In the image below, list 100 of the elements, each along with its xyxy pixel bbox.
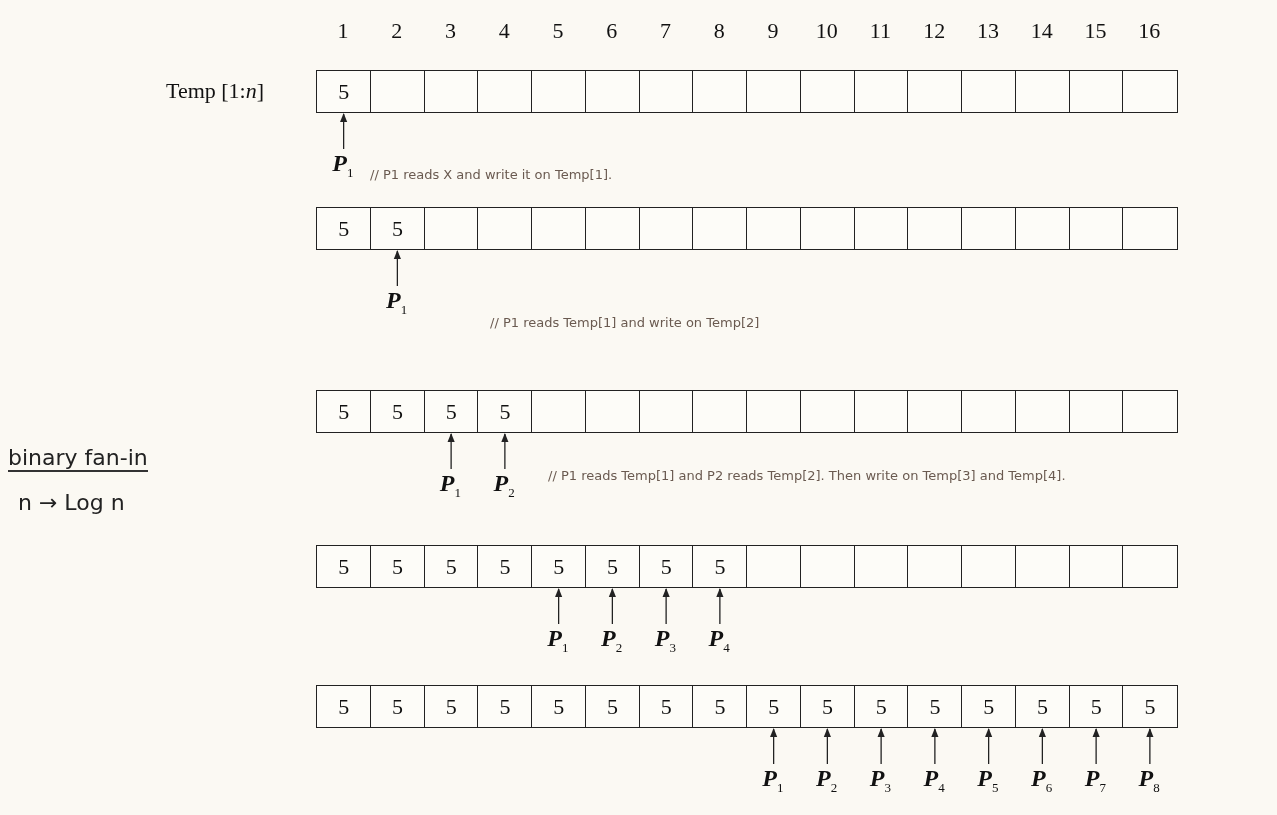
array-cell: [961, 70, 1017, 113]
column-number: 10: [815, 18, 838, 44]
array-cell: [1014, 70, 1070, 113]
array-cell: [961, 390, 1017, 433]
arrow: [447, 433, 455, 470]
processor-label: P$_{3}$: [869, 766, 891, 794]
column-number: 13: [976, 18, 999, 44]
array-cell: [799, 70, 855, 113]
array-cell: 5: [369, 685, 425, 728]
array-cell: [1122, 390, 1178, 433]
processor-label: P$_{4}$: [708, 626, 730, 654]
array-cell: 5: [692, 685, 748, 728]
arrow: [1038, 728, 1046, 765]
array-cell: 5: [477, 685, 533, 728]
array-cell: 5: [638, 685, 694, 728]
array-cell: 5: [584, 685, 640, 728]
processor-label: P$_{6}$: [1031, 766, 1053, 794]
processor-label: P$_{1}$: [332, 151, 354, 179]
array-cell: [746, 207, 802, 250]
arrow: [931, 728, 939, 765]
array-cell: [1014, 545, 1070, 588]
column-number: 11: [869, 18, 891, 44]
array-cell: [477, 70, 533, 113]
array-cell: [746, 390, 802, 433]
array-cell: [1068, 545, 1124, 588]
arrow: [1092, 728, 1100, 765]
array-cell: [746, 70, 802, 113]
array-cell: 5: [531, 685, 587, 728]
handwritten-note: // P1 reads Temp[1] and P2 reads Temp[2]. Then write on Temp[3] and Temp[4].: [548, 468, 1066, 483]
array-cell: [1068, 70, 1124, 113]
column-number: 5: [552, 18, 564, 44]
array-cell: [584, 207, 640, 250]
array-cell: [584, 70, 640, 113]
array-cell: 5: [961, 685, 1017, 728]
array-cell: 5: [316, 390, 372, 433]
array-cell: [692, 70, 748, 113]
array-cell: [853, 70, 909, 113]
processor-label: P$_{1}$: [386, 288, 408, 316]
handwritten-heading: binary fan-in: [8, 445, 148, 472]
column-number: 2: [391, 18, 403, 44]
processor-label: P$_{7}$: [1084, 766, 1106, 794]
arrow: [501, 433, 509, 470]
array-cell: [799, 545, 855, 588]
array-cell: [1014, 207, 1070, 250]
array-cell: 5: [423, 685, 479, 728]
array-cell: 5: [692, 545, 748, 588]
arrow: [662, 588, 670, 625]
array-cell: [1122, 207, 1178, 250]
arrow: [340, 113, 348, 150]
array-cell: [477, 207, 533, 250]
array-cell: [799, 207, 855, 250]
array-cell: [369, 70, 425, 113]
array-cell: [1014, 390, 1070, 433]
array-cell: [907, 390, 963, 433]
array-cell: 5: [423, 545, 479, 588]
array-cell: [423, 70, 479, 113]
column-number: 6: [606, 18, 618, 44]
processor-label: P$_{1}$: [762, 766, 784, 794]
processor-label: P$_{1}$: [439, 471, 461, 499]
column-number: 15: [1084, 18, 1107, 44]
array-cell: [853, 207, 909, 250]
array-cell: [1068, 390, 1124, 433]
column-number: 7: [659, 18, 671, 44]
array-cell: [692, 207, 748, 250]
array-cell: 5: [584, 545, 640, 588]
array-cell: [907, 70, 963, 113]
array-cell: [423, 207, 479, 250]
array-cell: 5: [316, 207, 372, 250]
array-cell: [638, 390, 694, 433]
array-cell: [853, 545, 909, 588]
processor-label: P$_{5}$: [977, 766, 999, 794]
column-number: 3: [444, 18, 456, 44]
handwritten-note: // P1 reads X and write it on Temp[1].: [370, 167, 613, 182]
array-cell: [1122, 70, 1178, 113]
array-cell: [531, 70, 587, 113]
arrow: [393, 250, 401, 287]
column-number: 8: [713, 18, 725, 44]
array-cell: 5: [369, 390, 425, 433]
arrow: [555, 588, 563, 625]
column-number: 1: [337, 18, 349, 44]
arrow: [877, 728, 885, 765]
array-cell: 5: [369, 207, 425, 250]
array-cell: [907, 545, 963, 588]
array-cell: 5: [423, 390, 479, 433]
arrow: [716, 588, 724, 625]
array-cell: 5: [853, 685, 909, 728]
array-cell: [907, 207, 963, 250]
array-cell: [746, 545, 802, 588]
array-cell: [799, 390, 855, 433]
array-cell: 5: [369, 545, 425, 588]
array-cell: [531, 390, 587, 433]
handwritten-note: // P1 reads Temp[1] and write on Temp[2]: [490, 315, 760, 330]
array-cell: [961, 545, 1017, 588]
processor-label: P$_{4}$: [923, 766, 945, 794]
array-cell: 5: [1014, 685, 1070, 728]
processor-label: P$_{3}$: [654, 626, 676, 654]
array-cell: 5: [1122, 685, 1178, 728]
array-cell: [584, 390, 640, 433]
array-cell: 5: [746, 685, 802, 728]
processor-label: P$_{2}$: [493, 471, 515, 499]
